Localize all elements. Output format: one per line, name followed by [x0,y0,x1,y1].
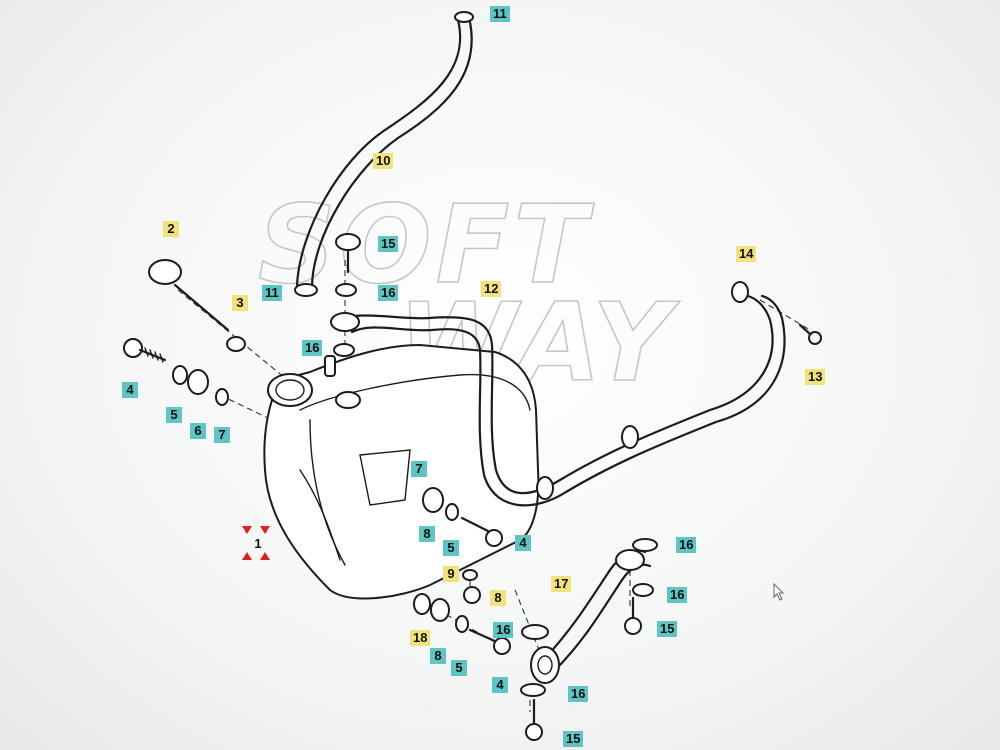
part-label-14[interactable]: 14 [736,246,757,262]
part-label-16[interactable]: 16 [667,587,688,603]
part-label-5[interactable]: 5 [166,407,182,423]
part-label-9[interactable]: 9 [443,566,459,582]
part-label-10[interactable]: 10 [373,153,394,169]
part-label-5[interactable]: 5 [443,540,459,556]
part-label-17[interactable]: 17 [551,576,572,592]
part-label-16[interactable]: 16 [676,537,697,553]
top-hardware [333,233,361,357]
oil-pipe-lower [530,549,652,684]
hose-clamp-top [454,11,474,23]
part-label-15[interactable]: 15 [378,236,399,252]
part-label-7[interactable]: 7 [411,461,427,477]
part-label-16[interactable]: 16 [568,686,589,702]
bottom-hardware [413,487,658,741]
main-part-marker-icon [242,526,270,560]
hose-clamp-bottom [294,283,318,297]
oil-tank [263,344,540,600]
part-label-4[interactable]: 4 [122,382,138,398]
part-label-2[interactable]: 2 [163,221,179,237]
part-label-6[interactable]: 6 [190,423,206,439]
part-label-7[interactable]: 7 [214,427,230,443]
part-label-8[interactable]: 8 [430,648,446,664]
part-label-18[interactable]: 18 [410,630,431,646]
pipe-clamp [621,425,639,449]
part-label-12[interactable]: 12 [481,281,502,297]
oil-pipe-upper [330,294,786,507]
breather-hose [294,11,474,297]
mouse-cursor-icon [773,582,785,601]
right-hardware [731,281,822,345]
part-label-16[interactable]: 16 [378,285,399,301]
cap-14 [731,281,749,303]
part-label-13[interactable]: 13 [805,369,826,385]
part-label-15[interactable]: 15 [657,621,678,637]
part-label-8[interactable]: 8 [419,526,435,542]
dipstick-o-ring [226,336,246,352]
part-label-1[interactable]: 1 [254,536,262,551]
part-label-11[interactable]: 11 [490,6,510,22]
dipstick [148,259,246,352]
left-mount-hardware [123,338,229,406]
part-label-8[interactable]: 8 [490,590,506,606]
tank-filler-neck [267,373,313,407]
part-label-3[interactable]: 3 [232,295,248,311]
part-label-15[interactable]: 15 [563,731,584,747]
part-label-4[interactable]: 4 [515,535,531,551]
part-label-5[interactable]: 5 [451,660,467,676]
part-label-4[interactable]: 4 [492,677,508,693]
part-label-11[interactable]: 11 [262,285,282,301]
part-label-16[interactable]: 16 [302,340,323,356]
part-label-16[interactable]: 16 [493,622,514,638]
